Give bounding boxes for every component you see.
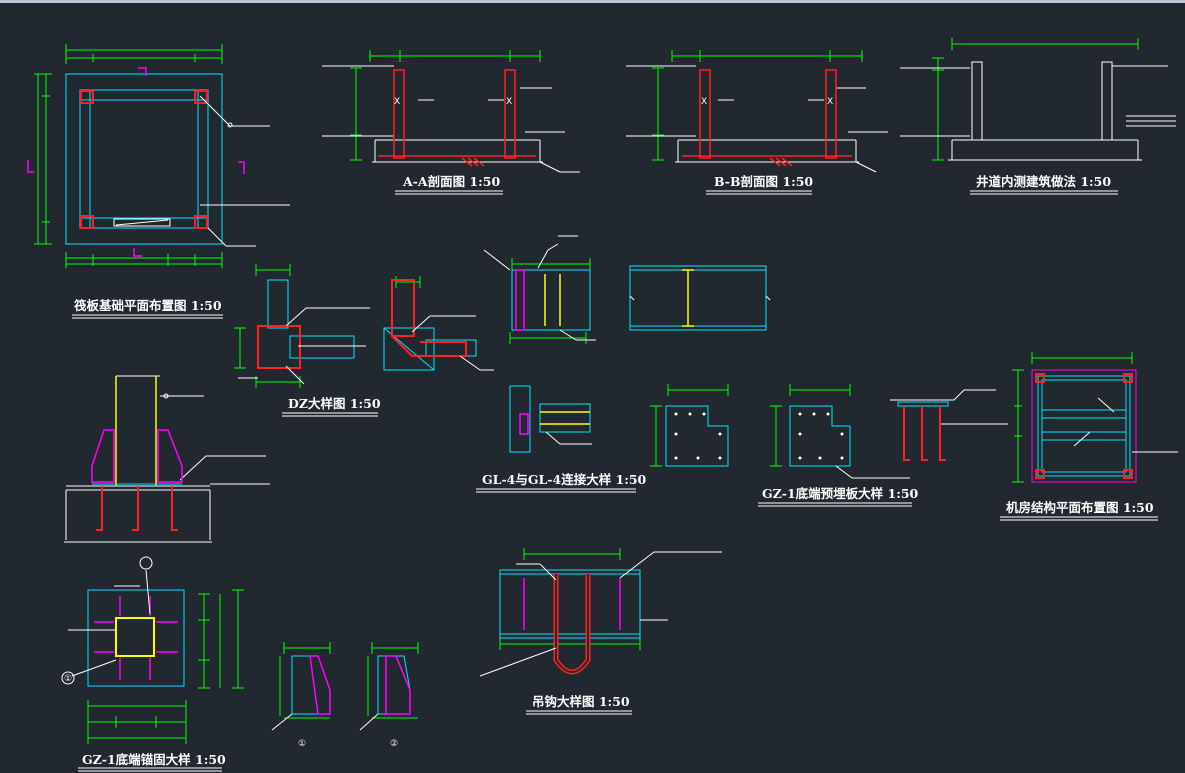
hook-detail-title: 吊钩大样图 1:50 — [532, 694, 630, 709]
anchor-detail-drawing — [890, 389, 1008, 461]
machine-room-drawing — [1012, 352, 1178, 483]
raft-plan-title: 筏板基础平面布置图 1:50 — [74, 298, 222, 313]
column-base-elevation — [64, 375, 270, 543]
gz1-anchor-title: GZ-1底端锚固大样 1:50 — [82, 752, 226, 767]
section-bb-title: B-B剖面图 1:50 — [714, 174, 813, 189]
gl4-connection-title: GL-4与GL-4连接大样 1:50 — [482, 472, 647, 487]
shaft-wall-title: 井道内测建筑做法 1:50 — [976, 174, 1111, 189]
shaft-wall-drawing — [900, 38, 1176, 161]
svg-text:X: X — [827, 97, 833, 107]
drawing-canvas[interactable]: 筏板基础平面布置图 1:50 — [0, 3, 1185, 773]
dz-detail-title: DZ大样图 1:50 — [288, 396, 381, 411]
svg-text:X: X — [701, 97, 707, 107]
marker-two: ② — [390, 739, 398, 749]
window-top-edge — [0, 0, 1185, 3]
section-aa-drawing: X X — [322, 50, 580, 173]
section-bb-drawing: X X — [626, 50, 888, 173]
gz1-plate-drawing — [650, 384, 910, 479]
section-aa-title: A-A剖面图 1:50 — [402, 174, 500, 189]
marker-one-anchor: ① — [64, 674, 72, 684]
hook-detail-drawing — [479, 548, 722, 677]
raft-plan-drawing — [27, 44, 290, 268]
stiffener-details — [271, 642, 419, 731]
machine-room-title: 机房结构平面布置图 1:50 — [1006, 500, 1154, 515]
marker-one: ① — [298, 739, 306, 749]
svg-text:X: X — [506, 97, 512, 107]
gl4-connection-drawing — [483, 235, 771, 453]
gz1-anchor-drawing: ① — [61, 556, 244, 744]
dz-detail-drawing — [234, 264, 494, 388]
gz1-plate-title: GZ-1底端预埋板大样 1:50 — [762, 486, 919, 501]
svg-text:X: X — [394, 97, 400, 107]
